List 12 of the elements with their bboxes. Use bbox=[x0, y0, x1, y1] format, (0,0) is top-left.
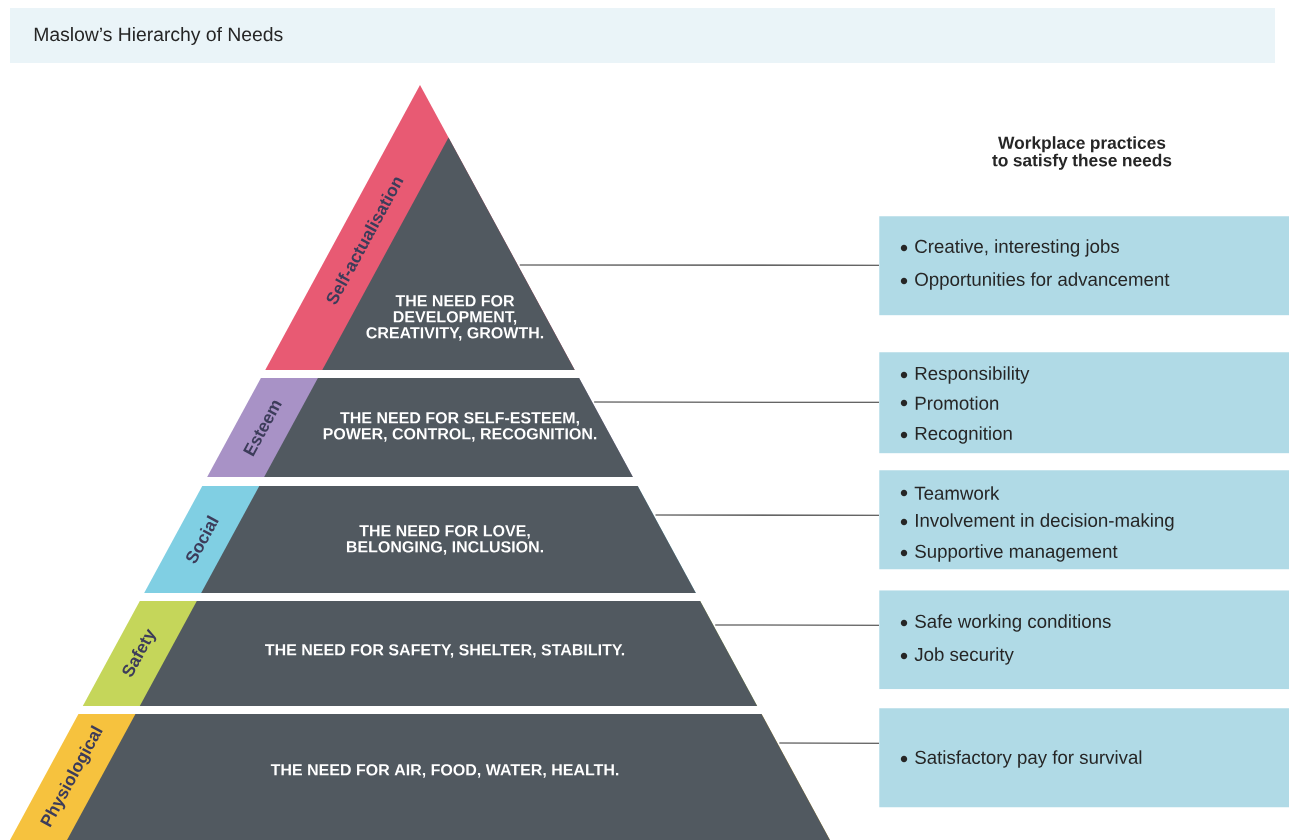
practice-box: Teamwork Involvement in decision-making Supportive management bbox=[879, 470, 1289, 570]
title-bar: Maslow’s Hierarchy of Needs bbox=[10, 8, 1275, 63]
practice-box: Safe working conditions Job security bbox=[879, 590, 1289, 690]
connector-line bbox=[593, 401, 880, 403]
column-heading: Workplace practices to satisfy these needs bbox=[992, 136, 1172, 170]
practice-box: Creative, interesting jobs Opportunities for advancement bbox=[879, 216, 1289, 316]
practice-box: Satisfactory pay for survival bbox=[879, 708, 1289, 808]
connector-line bbox=[519, 264, 880, 266]
connector-line bbox=[778, 742, 880, 744]
connector-line bbox=[714, 624, 880, 626]
practice-box: Responsibility Promotion Recognition bbox=[879, 352, 1289, 454]
connector-line bbox=[654, 514, 880, 516]
